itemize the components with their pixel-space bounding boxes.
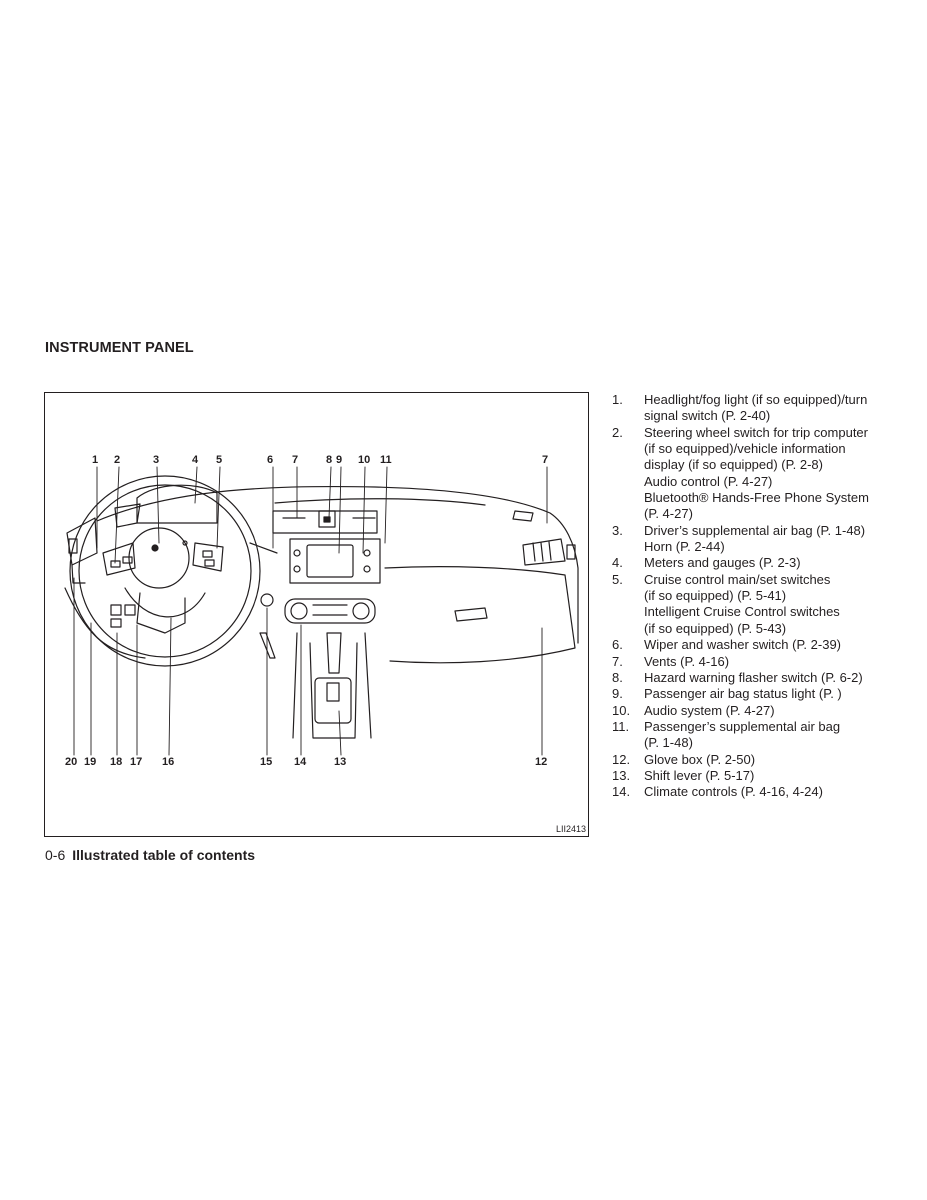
legend-list: 1. Headlight/fog light (if so equipped)/… <box>612 392 912 801</box>
legend-number: 10. <box>612 702 631 718</box>
legend-number: 11. <box>612 718 630 734</box>
legend-text: Steering wheel switch for trip computer <box>644 424 868 440</box>
legend-text: Glove box (P. 2-50) <box>644 751 756 767</box>
callout-19: 19 <box>84 756 97 768</box>
legend-item: 3. Driver’s supplemental air bag (P. 1-4… <box>612 523 912 556</box>
legend-number: 2. <box>612 424 623 440</box>
legend-item: 4. Meters and gauges (P. 2-3) <box>612 555 912 571</box>
legend-text: (P. 4-27) <box>644 506 693 522</box>
legend-item: 5. Cruise control main/set switches (if … <box>612 572 912 637</box>
legend-item: 1. Headlight/fog light (if so equipped)/… <box>612 392 912 425</box>
callout-17: 17 <box>130 756 143 768</box>
legend-text: Vents (P. 4-16) <box>644 653 730 669</box>
legend-text: (if so equipped) (P. 5-43) <box>644 620 787 636</box>
legend-text: Driver’s supplemental air bag (P. 1-48) <box>644 522 866 538</box>
callout-6: 6 <box>267 454 274 466</box>
legend-text: (if so equipped) (P. 5-41) <box>644 588 787 604</box>
callout-11: 11 <box>380 454 392 466</box>
dashboard-illustration <box>64 466 579 756</box>
legend-text: Hazard warning flasher switch (P. 6-2) <box>644 669 863 685</box>
legend-text: Intelligent Cruise Control switches <box>644 604 840 620</box>
legend-number: 8. <box>612 669 623 685</box>
page-number: 0-6 <box>45 847 66 863</box>
callout-16: 16 <box>162 756 175 768</box>
legend-text: Shift lever (P. 5-17) <box>644 767 755 783</box>
legend-item: 8. Hazard warning flasher switch (P. 6-2… <box>612 670 912 686</box>
legend-item: 9. Passenger air bag status light (P. ) <box>612 686 912 702</box>
legend-text: Climate controls (P. 4-16, 4-24) <box>644 784 823 800</box>
legend-text: Meters and gauges (P. 2-3) <box>644 555 801 571</box>
callout-4: 4 <box>192 454 199 466</box>
callout-2: 2 <box>114 454 121 466</box>
legend-text: Passenger’s supplemental air bag <box>644 718 841 734</box>
callout-8: 8 <box>326 454 333 466</box>
legend-number: 3. <box>612 522 623 538</box>
callout-14: 14 <box>294 756 307 768</box>
legend-item: 13. Shift lever (P. 5-17) <box>612 768 912 784</box>
legend-text: Horn (P. 2-44) <box>644 539 725 555</box>
legend-item: 7. Vents (P. 4-16) <box>612 654 912 670</box>
legend-number: 1. <box>612 392 623 407</box>
legend-number: 9. <box>612 686 623 702</box>
callout-7: 7 <box>292 454 299 466</box>
callout-18: 18 <box>110 756 123 768</box>
callout-1: 1 <box>92 454 99 466</box>
legend-number: 4. <box>612 555 623 571</box>
legend-text: Audio control (P. 4-27) <box>644 473 773 489</box>
callout-20: 20 <box>65 756 78 768</box>
legend-text: Cruise control main/set switches <box>644 571 831 587</box>
callout-12: 12 <box>535 756 548 768</box>
legend-item: 10. Audio system (P. 4-27) <box>612 703 912 719</box>
legend-text: signal switch (P. 2-40) <box>644 408 771 424</box>
legend-number: 12. <box>612 751 631 767</box>
legend-number: 13. <box>612 767 631 783</box>
callout-3: 3 <box>153 454 160 466</box>
legend-text: Wiper and washer switch (P. 2-39) <box>644 637 842 653</box>
legend-item: 11. Passenger’s supplemental air bag (P.… <box>612 719 912 752</box>
callout-13: 13 <box>334 756 347 768</box>
legend-text: Audio system (P. 4-27) <box>644 702 775 718</box>
legend-text: Passenger air bag status light (P. ) <box>644 686 842 702</box>
footer-title: Illustrated table of contents <box>72 847 256 863</box>
legend-item: 6. Wiper and washer switch (P. 2-39) <box>612 637 912 653</box>
instrument-panel-figure: 1 2 3 4 5 6 7 8 9 10 11 7 20 19 18 17 16… <box>44 392 589 837</box>
legend-text: Bluetooth® Hands-Free Phone System <box>644 490 869 506</box>
callout-9: 9 <box>336 454 343 466</box>
legend-item: 12. Glove box (P. 2-50) <box>612 752 912 768</box>
legend-number: 7. <box>612 653 623 669</box>
legend-item: 2. Steering wheel switch for trip comput… <box>612 425 912 523</box>
legend-text: (if so equipped)/vehicle information <box>644 441 846 457</box>
page-footer: 0-6 Illustrated table of contents <box>45 847 255 863</box>
legend-item: 14. Climate controls (P. 4-16, 4-24) <box>612 784 912 800</box>
legend-text: (P. 1-48) <box>644 735 693 751</box>
legend-number: 14. <box>612 784 631 800</box>
callout-15: 15 <box>260 756 273 768</box>
callout-5: 5 <box>216 454 223 466</box>
legend-number: 5. <box>612 571 623 587</box>
legend-number: 6. <box>612 637 623 653</box>
callout-7-right: 7 <box>542 454 549 466</box>
callout-10: 10 <box>358 454 371 466</box>
legend-text: display (if so equipped) (P. 2-8) <box>644 457 823 473</box>
figure-id: LII2413 <box>555 824 586 834</box>
legend-text: Headlight/fog light (if so equipped)/tur… <box>644 392 868 407</box>
section-title: INSTRUMENT PANEL <box>45 340 194 356</box>
